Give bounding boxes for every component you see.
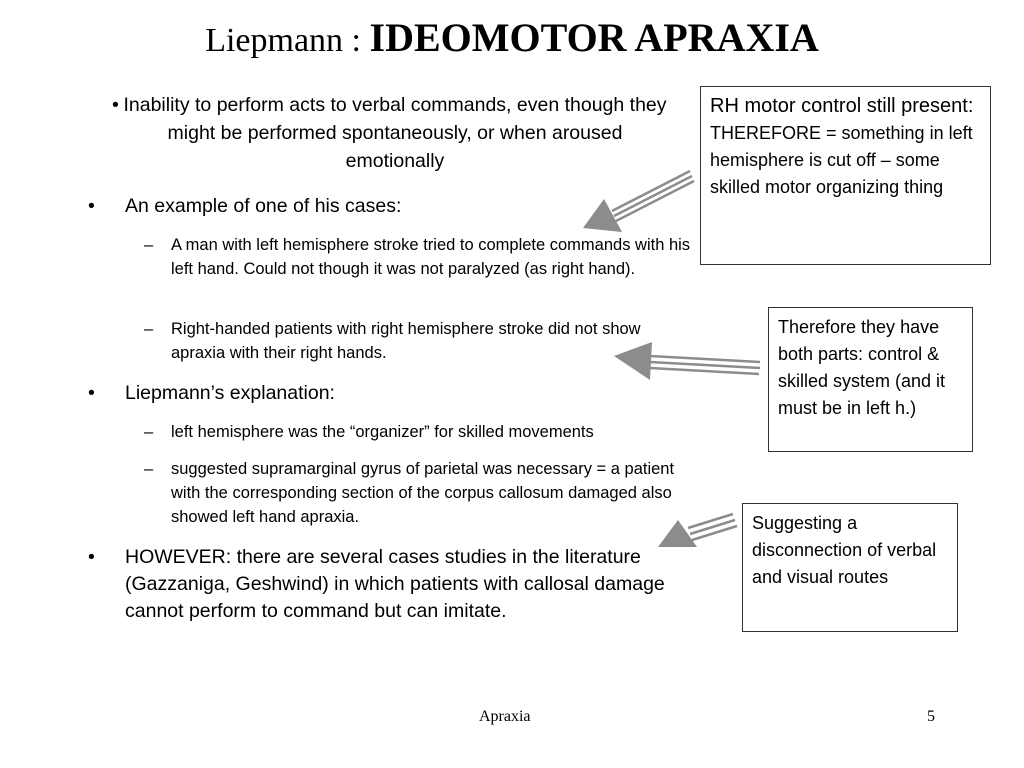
footer-label: Apraxia xyxy=(479,708,531,725)
bullet-text: Liepmann’s explanation: xyxy=(125,382,335,404)
dash-glyph: – xyxy=(144,423,154,441)
bullet-glyph: • xyxy=(88,382,95,404)
bullet-explanation: • Liepmann’s explanation: xyxy=(88,380,685,407)
bullet-example: • An example of one of his cases: xyxy=(88,193,685,220)
bullet-glyph: • xyxy=(88,546,95,568)
slide-title: Liepmann : IDEOMOTOR APRAXIA xyxy=(0,14,1024,61)
note-text: Therefore they have both parts: control … xyxy=(778,317,946,418)
note-box-disconnection: Suggesting a disconnection of verbal and… xyxy=(742,503,958,632)
bullet-glyph: • xyxy=(88,195,95,217)
arrow-from-box1-icon xyxy=(583,169,695,232)
bullet-text: HOWEVER: there are several cases studies… xyxy=(125,546,665,622)
bullet-glyph: • xyxy=(112,94,119,116)
note-lead: RH motor control still present: xyxy=(710,95,974,117)
page-number: 5 xyxy=(927,708,935,725)
sub-item-organizer: – left hemisphere was the “organizer” fo… xyxy=(144,420,691,444)
bullet-text: An example of one of his cases: xyxy=(125,195,402,217)
arrow-from-box2-icon xyxy=(614,342,761,380)
sub-text: Right-handed patients with right hemisph… xyxy=(171,320,641,362)
sub-text: A man with left hemisphere stroke tried … xyxy=(171,236,691,278)
sub-text: suggested supramarginal gyrus of parieta… xyxy=(171,460,675,526)
sub-item-supramarginal: – suggested supramarginal gyrus of parie… xyxy=(144,457,691,529)
intro-text: Inability to perform acts to verbal comm… xyxy=(123,94,667,172)
note-rest: THEREFORE = something in left hemisphere… xyxy=(710,123,973,197)
note-box-both-parts: Therefore they have both parts: control … xyxy=(768,307,973,452)
bullet-however: • HOWEVER: there are several cases studi… xyxy=(88,544,695,625)
note-box-rh-motor: RH motor control still present: THEREFOR… xyxy=(700,86,991,265)
title-prefix: Liepmann : xyxy=(205,22,370,59)
arrow-from-box3-icon xyxy=(658,512,738,547)
sub-text: left hemisphere was the “organizer” for … xyxy=(171,423,594,441)
sub-item-case: – A man with left hemisphere stroke trie… xyxy=(144,233,691,281)
dash-glyph: – xyxy=(144,320,154,338)
title-main: IDEOMOTOR APRAXIA xyxy=(369,15,819,60)
note-text: Suggesting a disconnection of verbal and… xyxy=(752,513,937,587)
dash-glyph: – xyxy=(144,460,154,478)
dash-glyph: – xyxy=(144,236,154,254)
intro-bullet: • Inability to perform acts to verbal co… xyxy=(112,91,670,175)
sub-item-right-handed: – Right-handed patients with right hemis… xyxy=(144,317,691,365)
